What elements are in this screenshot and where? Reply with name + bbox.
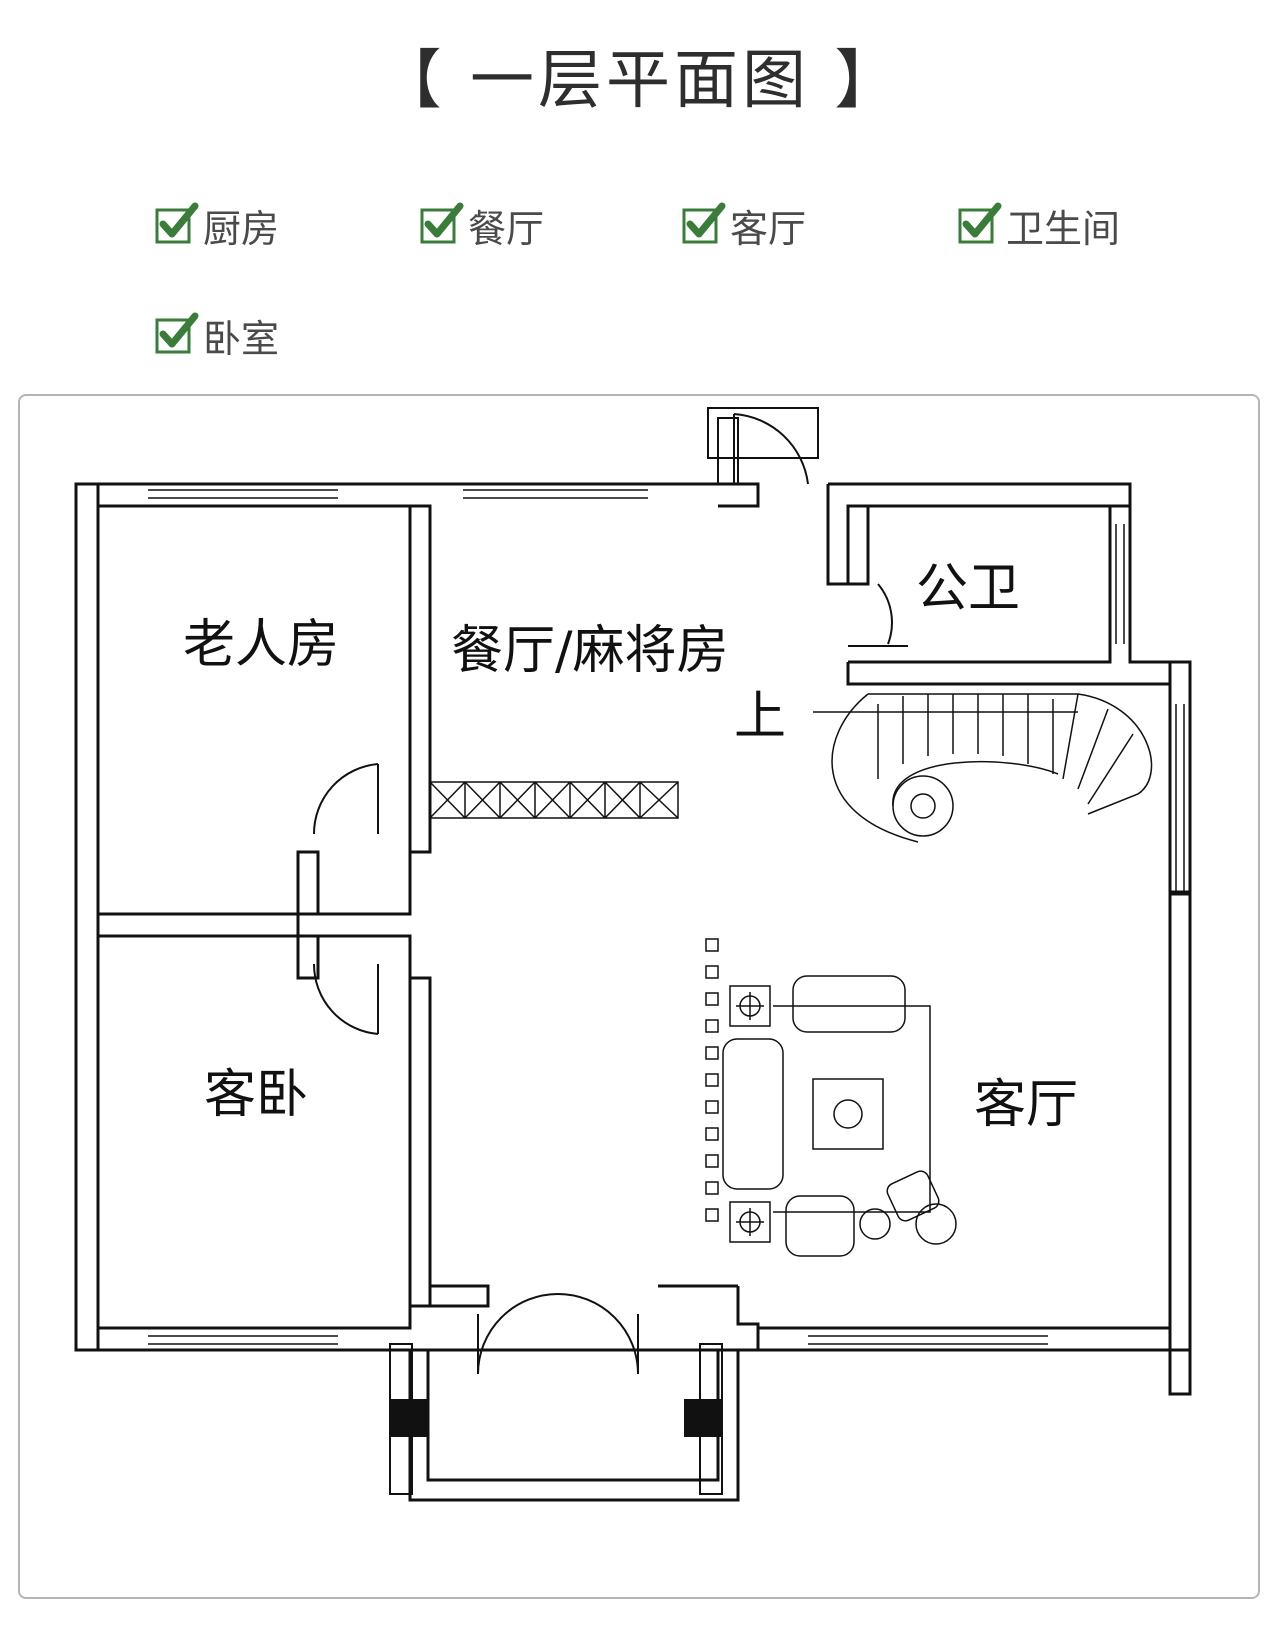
stairs-up-label: 上 — [734, 687, 786, 747]
legend-item-living: 客厅 — [682, 198, 806, 253]
room-label-guest-bedroom: 客卧 — [204, 1065, 308, 1125]
legend-label: 卧室 — [203, 317, 280, 361]
floor-plan: 老人房 餐厅/麻将房 公卫 上 客卧 客厅 — [74, 407, 1192, 1502]
legend-label: 餐厅 — [468, 207, 545, 251]
page-title: 【 一层平面图 】 — [377, 44, 903, 118]
room-label-elder: 老人房 — [183, 615, 339, 675]
room-label-public-wc: 公卫 — [916, 559, 1020, 619]
legend-item-bathroom: 卫生间 — [958, 198, 1120, 253]
floor-plan-card — [18, 394, 1260, 1599]
legend-label: 卫生间 — [1006, 207, 1121, 251]
legend-item-kitchen: 厨房 — [155, 198, 279, 253]
check-icon — [958, 202, 1002, 244]
legend-label: 客厅 — [730, 207, 807, 251]
check-icon — [155, 312, 199, 354]
check-icon — [420, 202, 464, 244]
legend-item-dining: 餐厅 — [420, 198, 544, 253]
check-icon — [682, 202, 726, 244]
room-label-living: 客厅 — [974, 1075, 1078, 1135]
check-icon — [155, 202, 199, 244]
legend-item-bedroom: 卧室 — [155, 308, 279, 363]
room-label-dining: 餐厅/麻将房 — [451, 621, 729, 681]
legend-label: 厨房 — [203, 207, 280, 251]
